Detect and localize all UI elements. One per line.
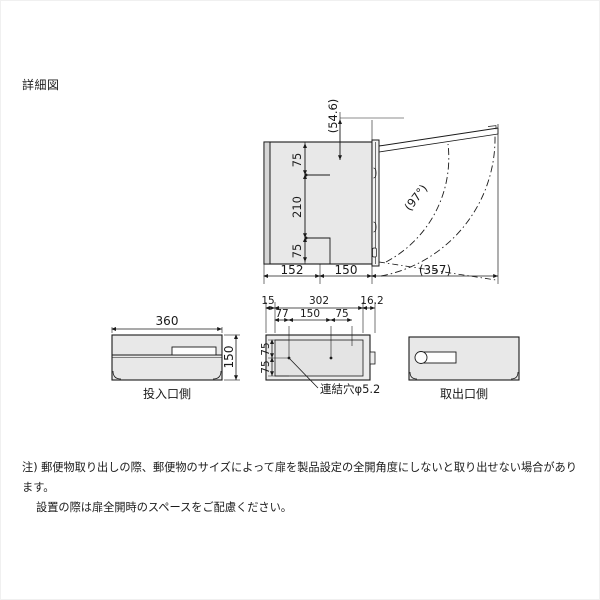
removal-side-view xyxy=(408,336,520,381)
dim-right-margin: 16.2 xyxy=(360,295,383,307)
dim-center-span: 302 xyxy=(309,295,329,307)
insertion-side-view xyxy=(111,327,240,381)
plan-hole-view xyxy=(265,302,376,389)
dim-vert-upper: 75 xyxy=(260,342,272,355)
dim-hole-spacing: 150 xyxy=(300,308,320,320)
label-removal-side: 取出口側 xyxy=(440,387,488,401)
page-title: 詳細図 xyxy=(22,78,60,92)
dim-full-open-depth: (357) xyxy=(419,263,451,277)
dim-door-depth: 150 xyxy=(335,263,358,277)
footnote: 注) 郵便物取り出しの際、郵便物のサイズによって扉を製品設定の全開角度にしないと… xyxy=(22,458,582,518)
dim-front-width: 360 xyxy=(156,314,179,328)
dim-body-depth: 152 xyxy=(281,263,304,277)
footnote-line-2: 設置の際は扉全開時のスペースをご配慮ください。 xyxy=(36,501,292,514)
dim-left-margin: 15 xyxy=(261,295,274,307)
label-connection-hole: 連結穴φ5.2 xyxy=(320,382,380,396)
dim-hole-first: 77 xyxy=(275,308,288,320)
side-section-view xyxy=(263,112,499,284)
dim-front-height: 150 xyxy=(222,346,236,369)
label-insertion-side: 投入口側 xyxy=(143,386,191,401)
dim-top-offset: (54.6) xyxy=(326,99,340,134)
dim-hole-last: 75 xyxy=(335,308,348,320)
dim-vert-lower: 75 xyxy=(260,360,272,373)
dim-middle-height: 210 xyxy=(290,196,304,218)
dim-upper-gap: 75 xyxy=(290,153,304,168)
dim-lower-gap: 75 xyxy=(290,244,304,259)
dim-door-angle: (97°) xyxy=(401,182,430,214)
footnote-line-1: 注) 郵便物取り出しの際、郵便物のサイズによって扉を製品設定の全開角度にしないと… xyxy=(22,461,577,494)
